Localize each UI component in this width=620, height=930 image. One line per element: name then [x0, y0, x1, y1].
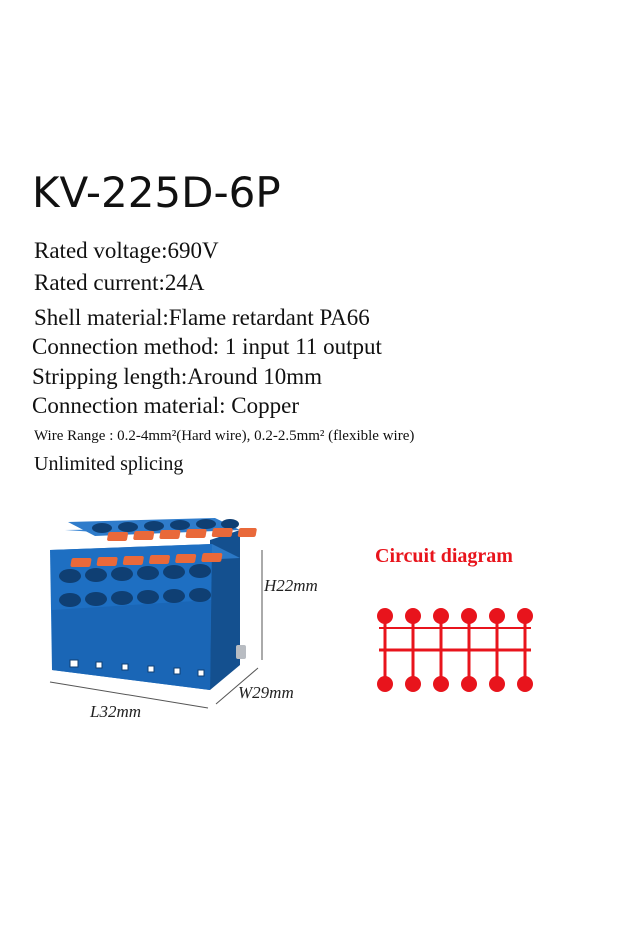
circuit-terminal-top: [461, 608, 477, 624]
dimension-height-label: H22mm: [264, 576, 318, 595]
spec-connection-material: Connection material: Copper: [32, 393, 299, 418]
spec-rated-current: Rated current:24A: [34, 270, 205, 295]
circuit-terminal-top: [489, 608, 505, 624]
dimension-width-label: W29mm: [238, 683, 294, 702]
circuit-terminal-bottom: [517, 676, 533, 692]
circuit-terminal-bottom: [489, 676, 505, 692]
spec-connection-method: Connection method: 1 input 11 output: [32, 334, 382, 359]
circuit-terminal-top: [405, 608, 421, 624]
connector-product-illustration: [49, 518, 263, 709]
spec-stripping-length: Stripping length:Around 10mm: [32, 364, 323, 389]
spec-shell-material: Shell material:Flame retardant PA66: [34, 305, 370, 330]
circuit-terminal-bottom: [433, 676, 449, 692]
spec-wire-range: Wire Range : 0.2-4mm²(Hard wire), 0.2-2.…: [34, 428, 415, 444]
circuit-terminal-top: [517, 608, 533, 624]
circuit-diagram-title: Circuit diagram: [375, 545, 513, 567]
circuit-terminal-bottom: [461, 676, 477, 692]
circuit-terminal-bottom: [405, 676, 421, 692]
dimension-lines: [49, 550, 263, 709]
connector-side-face: [210, 530, 240, 690]
product-model-title: KV-225D-6P: [32, 168, 281, 217]
front-terminal-row: [59, 553, 223, 607]
dimension-length-label: L32mm: [90, 702, 142, 721]
spec-rated-voltage: Rated voltage:690V: [34, 238, 219, 263]
spec-unlimited-splicing: Unlimited splicing: [34, 453, 184, 475]
side-rail-pin: [236, 645, 246, 659]
circuit-terminal-top: [433, 608, 449, 624]
circuit-terminal-top: [377, 608, 393, 624]
test-slots: [69, 659, 205, 677]
circuit-diagram: [377, 608, 533, 692]
circuit-terminal-bottom: [377, 676, 393, 692]
rear-terminal-row: [92, 519, 257, 541]
